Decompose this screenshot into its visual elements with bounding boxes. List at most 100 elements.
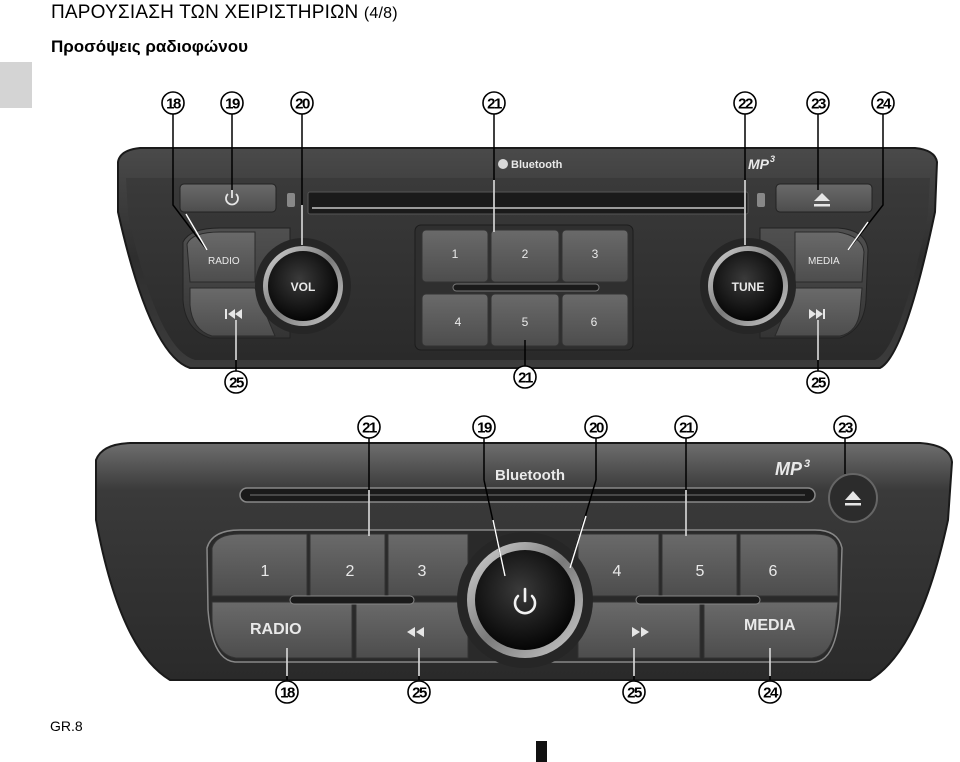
preset-button-1[interactable]: 1 <box>421 229 489 283</box>
eject-icon <box>814 193 830 207</box>
vol-label: VOL <box>291 280 316 294</box>
callout-21-top: 21 <box>482 91 506 115</box>
callout-24-bottom: 24 <box>758 680 782 704</box>
svg-text:20: 20 <box>295 96 310 113</box>
callout-19-bottom: 19 <box>472 415 496 439</box>
svg-text:24: 24 <box>876 96 892 113</box>
preset-label: 6 <box>769 563 778 580</box>
fast-forward-button[interactable] <box>577 601 701 659</box>
preset-label: 4 <box>455 315 462 329</box>
preset-button-6[interactable]: 6 <box>561 293 629 347</box>
svg-text:21: 21 <box>362 420 377 437</box>
svg-text:22: 22 <box>738 96 753 113</box>
divider-bar-right <box>635 595 761 605</box>
eject-button[interactable] <box>775 183 873 213</box>
callout-24-top: 24 <box>871 91 895 115</box>
callout-19-top: 19 <box>220 91 244 115</box>
callout-21-bottom-b: 21 <box>674 415 698 439</box>
media-button-label: MEDIA <box>744 617 796 634</box>
svg-text:25: 25 <box>811 375 826 392</box>
preset-button-2-bottom[interactable]: 2 <box>309 533 386 597</box>
page-title-text: ΠΑΡΟΥΣΙΑΣΗ ΤΩΝ ΧΕΙΡΙΣΤΗΡΙΩΝ <box>51 2 359 23</box>
media-button-top[interactable]: MEDIA <box>794 231 865 283</box>
radio-button-bottom[interactable]: RADIO <box>211 601 353 659</box>
callout-22-top: 22 <box>733 91 757 115</box>
preset-button-3-bottom[interactable]: 3 <box>387 533 469 597</box>
svg-text:21: 21 <box>518 370 533 387</box>
mp3-sup-bottom: 3 <box>804 458 810 470</box>
cd-slot[interactable] <box>307 191 749 215</box>
callout-25-right-bottom: 25 <box>622 680 646 704</box>
preset-button-4[interactable]: 4 <box>421 293 489 347</box>
page-title-suffix: (4/8) <box>363 5 398 22</box>
preset-button-5-bottom[interactable]: 5 <box>661 533 738 597</box>
eject-icon <box>845 491 861 506</box>
callout-20-bottom: 20 <box>584 415 608 439</box>
callout-25-right-top: 25 <box>806 370 830 394</box>
eject-button-bottom[interactable] <box>828 473 878 523</box>
svg-text:23: 23 <box>811 96 826 113</box>
power-icon <box>225 190 239 206</box>
preset-divider-bar <box>452 283 600 292</box>
page-number: GR.8 <box>50 718 83 734</box>
preset-button-2[interactable]: 2 <box>490 229 560 283</box>
callout-23-bottom: 23 <box>833 415 857 439</box>
media-button-bottom[interactable]: MEDIA <box>703 601 839 659</box>
prev-track-button[interactable] <box>189 287 276 337</box>
volume-knob[interactable]: VOL <box>255 238 351 334</box>
fast-forward-icon <box>632 627 649 637</box>
callout-18-top: 18 <box>161 91 185 115</box>
callout-20-top: 20 <box>290 91 314 115</box>
mp3-sup: 3 <box>770 154 775 164</box>
preset-label: 6 <box>591 315 598 329</box>
svg-text:21: 21 <box>487 96 502 113</box>
indicator-led-left <box>287 193 295 207</box>
bluetooth-label: Bluetooth <box>511 159 563 171</box>
svg-text:18: 18 <box>280 685 295 702</box>
svg-text:19: 19 <box>225 96 240 113</box>
power-icon <box>513 587 537 615</box>
svg-text:25: 25 <box>412 685 427 702</box>
rewind-icon <box>407 627 424 637</box>
divider-bar-left <box>289 595 415 605</box>
preset-label: 3 <box>592 247 599 261</box>
svg-text:25: 25 <box>627 685 642 702</box>
side-tab-marker <box>0 62 32 108</box>
preset-button-5[interactable]: 5 <box>490 293 560 347</box>
radio-button-top[interactable]: RADIO <box>186 231 256 283</box>
mp3-logo-bottom: MP 3 <box>775 458 810 479</box>
mp3-logo-top: MP 3 <box>748 154 775 172</box>
mp3-label: MP <box>748 156 770 172</box>
preset-label: 4 <box>613 563 622 580</box>
skip-previous-icon <box>225 309 242 319</box>
callout-25-left-bottom: 25 <box>407 680 431 704</box>
svg-text:21: 21 <box>679 420 694 437</box>
preset-label: 5 <box>522 315 529 329</box>
preset-label: 1 <box>452 247 459 261</box>
tune-knob[interactable]: TUNE <box>700 238 796 334</box>
bluetooth-logo-top: Bluetooth <box>498 159 563 171</box>
preset-button-1-bottom[interactable]: 1 <box>211 533 308 597</box>
preset-label: 2 <box>522 247 529 261</box>
preset-button-3[interactable]: 3 <box>561 229 629 283</box>
svg-text:23: 23 <box>838 420 853 437</box>
bluetooth-label-bottom: Bluetooth <box>495 467 565 484</box>
callout-leaders-top <box>172 114 884 372</box>
next-track-button[interactable] <box>774 287 863 337</box>
power-volume-knob[interactable] <box>457 532 593 668</box>
rewind-button[interactable] <box>355 601 469 659</box>
svg-text:19: 19 <box>477 420 492 437</box>
page-edge-marker <box>536 741 547 762</box>
preset-button-4-bottom[interactable]: 4 <box>577 533 660 597</box>
indicator-led-right <box>757 193 765 207</box>
power-button[interactable] <box>179 183 277 213</box>
radio-button-label: RADIO <box>250 621 302 638</box>
svg-text:20: 20 <box>589 420 604 437</box>
radio-faceplate-bottom: Bluetooth MP 3 1 2 3 4 5 6 RADIO MEDIA <box>95 442 954 681</box>
page-subtitle: Προσόψεις ραδιοφώνου <box>51 37 248 56</box>
preset-button-6-bottom[interactable]: 6 <box>739 533 839 597</box>
svg-text:24: 24 <box>763 685 779 702</box>
callout-23-top: 23 <box>806 91 830 115</box>
svg-text:25: 25 <box>229 375 244 392</box>
